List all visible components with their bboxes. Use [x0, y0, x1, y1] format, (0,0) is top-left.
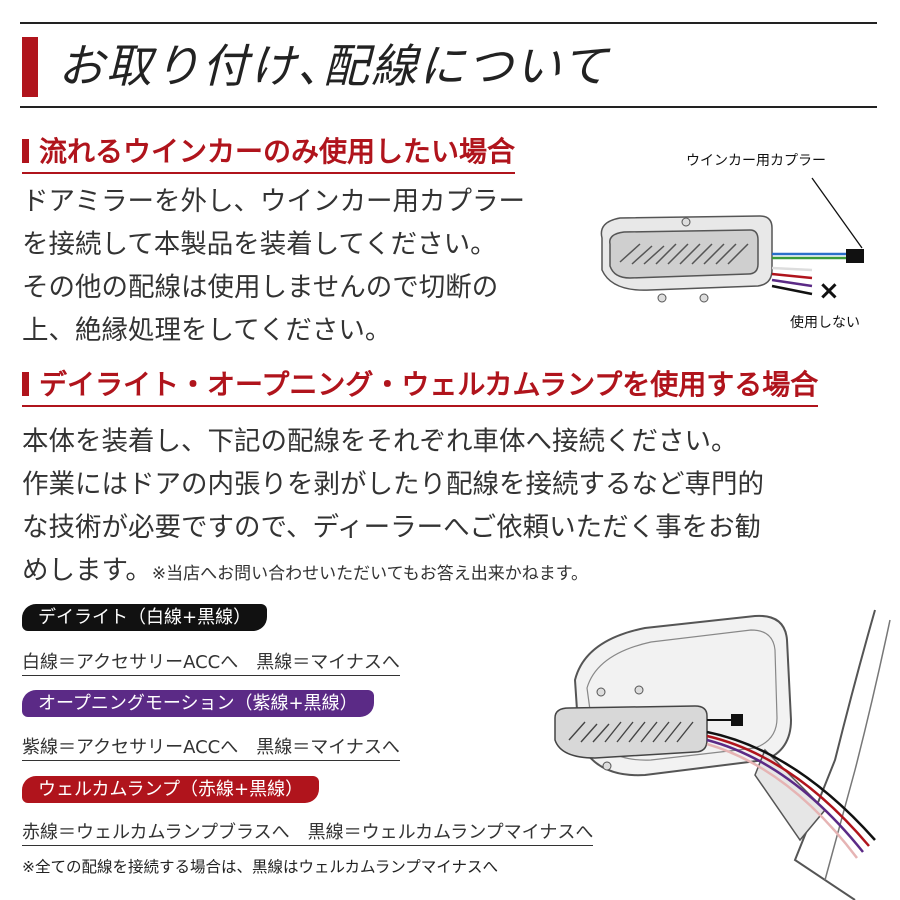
- section2-heading: デイライト・オープニング・ウェルカムランプを使用する場合: [22, 363, 819, 407]
- section2-heading-text: デイライト・オープニング・ウェルカムランプを使用する場合: [39, 368, 819, 401]
- section2-last-line: めします。: [22, 555, 152, 586]
- unused-label: 使用しない: [790, 315, 860, 331]
- section1-line-4: 上、絶縁処理をしてください。: [22, 315, 392, 346]
- section2-note: ※当店へお問い合わせいただいてもお答え出来かねます。: [151, 564, 589, 584]
- cut-x-mark: ×: [818, 276, 840, 306]
- section1-heading-text: 流れるウインカーのみ使用したい場合: [39, 135, 516, 168]
- page-title: お取り付け､配線について: [58, 39, 610, 93]
- daylight-badge: デイライト（白線+黒線）: [22, 604, 268, 631]
- section1-line-1: ドアミラーを外し、ウインカー用カプラー: [22, 186, 525, 217]
- section1-line-2: を接続して本製品を装着してください。: [22, 229, 497, 260]
- section2-line-4: めします。※当店へお問い合わせいただいてもお答え出来かねます。: [22, 549, 764, 596]
- daylight-wiring-desc: 白線＝アクセサリーACCへ 黒線＝マイナスへ: [22, 648, 400, 676]
- heading-marker: [22, 372, 29, 396]
- side-mirror-illustration: [554, 609, 891, 900]
- heading-marker: [22, 139, 29, 163]
- section2-line-3: な技術が必要ですので、ディーラーへご依頼いただく事をお勧: [22, 512, 762, 543]
- mirror-turn-signal-illustration: [600, 177, 864, 303]
- title-bottom-rule: [20, 106, 877, 108]
- section1-heading: 流れるウインカーのみ使用したい場合: [22, 130, 516, 174]
- coupler-callout-label: ウインカー用カプラー: [686, 153, 826, 169]
- opening-motion-wiring-desc: 紫線＝アクセサリーACCへ 黒線＝マイナスへ: [22, 733, 400, 761]
- welcome-lamp-badge: ウェルカムランプ（赤線+黒線）: [22, 776, 320, 803]
- welcome-lamp-wiring-desc: 赤線＝ウェルカムランプブラスへ 黒線＝ウェルカムランプマイナスへ: [22, 818, 594, 846]
- section1-line-3: その他の配線は使用しませんので切断の: [22, 272, 499, 303]
- title-accent-bar: [22, 37, 38, 97]
- section2-paragraph: 本体を装着し、下記の配線をそれぞれ車体へ接続ください。 作業にはドアの内張りを剥…: [22, 420, 764, 596]
- top-rule: [20, 22, 877, 24]
- section2-line-2: 作業にはドアの内張りを剥がしたり配線を接続するなど専門的: [22, 469, 764, 500]
- section2-line-1: 本体を装着し、下記の配線をそれぞれ車体へ接続ください。: [22, 426, 738, 457]
- section1-paragraph: ドアミラーを外し、ウインカー用カプラー を接続して本製品を装着してください。 そ…: [22, 180, 525, 352]
- opening-motion-badge: オープニングモーション（紫線+黒線）: [22, 690, 374, 717]
- footnote: ※全ての配線を接続する場合は、黒線はウェルカムランプマイナスへ: [22, 858, 498, 876]
